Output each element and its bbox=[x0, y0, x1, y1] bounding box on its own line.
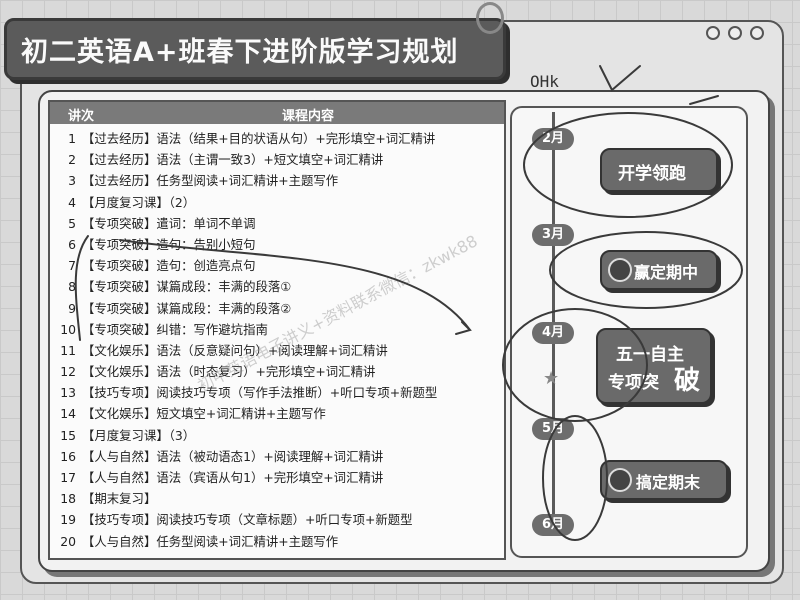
lesson-text: 【技巧专项】阅读技巧专项（写作手法推断）+听口专项+新题型 bbox=[82, 385, 438, 401]
lesson-row: 20 【人与自然】任务型阅读+词汇精讲+主题写作 bbox=[50, 531, 504, 552]
lesson-text: 【期末复习】 bbox=[82, 491, 157, 507]
lesson-row: 9 【专项突破】谋篇成段：丰满的段落② bbox=[50, 298, 504, 319]
lesson-text: 【文化娱乐】语法（时态复习）+完形填空+词汇精讲 bbox=[82, 364, 376, 380]
lesson-number: 8 bbox=[68, 279, 76, 295]
lesson-row: 16 【人与自然】语法（被动语态1）+阅读理解+词汇精讲 bbox=[50, 446, 504, 467]
lesson-number: 17 bbox=[60, 470, 76, 485]
lesson-text: 【人与自然】语法（被动语态1）+阅读理解+词汇精讲 bbox=[82, 448, 384, 464]
lesson-row: 3 【过去经历】任务型阅读+词汇精讲+主题写作 bbox=[50, 170, 504, 191]
lesson-row: 15 【月度复习课】（3） bbox=[50, 425, 504, 446]
header-lesson-number: 讲次 bbox=[68, 109, 95, 124]
lesson-number: 10 bbox=[60, 321, 76, 337]
lesson-text: 【专项突破】造句：创造亮点句 bbox=[82, 258, 256, 274]
lesson-number: 13 bbox=[60, 385, 76, 401]
badge-labor-day-line2: 专项突 bbox=[608, 373, 659, 393]
month-may: 5月 bbox=[532, 418, 574, 440]
lesson-text: 【专项突破】纠错：写作避坑指南 bbox=[82, 321, 268, 337]
lesson-row: 14 【文化娱乐】短文填空+词汇精讲+主题写作 bbox=[50, 403, 504, 424]
lesson-text: 【人与自然】语法（宾语从句1）+完形填空+词汇精讲 bbox=[82, 470, 384, 485]
lesson-number: 1 bbox=[68, 131, 76, 146]
lesson-number: 14 bbox=[60, 406, 76, 422]
lesson-row: 1 【过去经历】语法（结果+目的状语从句）+完形填空+词汇精讲 bbox=[50, 128, 504, 149]
lesson-row: 19 【技巧专项】阅读技巧专项（文章标题）+听口专项+新题型 bbox=[50, 509, 504, 530]
lesson-text: 【专项突破】谋篇成段：丰满的段落① bbox=[82, 279, 292, 295]
binder-ring-icon bbox=[476, 2, 504, 34]
lesson-text: 【人与自然】任务型阅读+词汇精讲+主题写作 bbox=[82, 533, 339, 549]
handwritten-annotation: OHk bbox=[530, 72, 559, 91]
badge-midterm-label: 赢定期中 bbox=[634, 263, 699, 282]
badge-labor-day-big: 破 bbox=[674, 366, 701, 396]
badge-start-label: 开学领跑 bbox=[618, 164, 686, 184]
title-tab: 初二英语A+班春下进阶版学习规划 bbox=[4, 18, 506, 80]
lesson-number: 4 bbox=[68, 194, 76, 210]
month-apr: 4月 bbox=[532, 322, 574, 344]
lesson-text: 【技巧专项】阅读技巧专项（文章标题）+听口专项+新题型 bbox=[82, 512, 413, 528]
lesson-row: 18 【期末复习】 bbox=[50, 488, 504, 509]
lesson-row: 13 【技巧专项】阅读技巧专项（写作手法推断）+听口专项+新题型 bbox=[50, 382, 504, 403]
lesson-number: 11 bbox=[60, 342, 76, 358]
lesson-number: 2 bbox=[68, 152, 76, 168]
lesson-number: 3 bbox=[68, 173, 76, 189]
star-icon: ★ bbox=[543, 368, 560, 389]
badge-labor-day: 五一自主 专项突 破 bbox=[596, 328, 712, 404]
medal-icon bbox=[608, 468, 632, 492]
page-title: 初二英语A+班春下进阶版学习规划 bbox=[21, 37, 459, 68]
lesson-text: 【过去经历】语法（结果+目的状语从句）+完形填空+词汇精讲 bbox=[82, 131, 436, 146]
lesson-number: 19 bbox=[60, 512, 76, 528]
lesson-number: 20 bbox=[60, 533, 76, 549]
lesson-row: 5 【专项突破】遣词：单词不单调 bbox=[50, 213, 504, 234]
lesson-row: 2 【过去经历】语法（主谓一致3）+短文填空+词汇精讲 bbox=[50, 149, 504, 170]
lesson-row: 12 【文化娱乐】语法（时态复习）+完形填空+词汇精讲 bbox=[50, 361, 504, 382]
badge-final-label: 搞定期末 bbox=[636, 473, 701, 492]
badge-final: 搞定期末 bbox=[600, 460, 728, 500]
window-dots bbox=[706, 26, 764, 40]
lesson-number: 5 bbox=[68, 215, 76, 231]
list-header: 讲次 课程内容 bbox=[50, 102, 504, 124]
month-feb: 2月 bbox=[532, 128, 574, 150]
badge-midterm: 赢定期中 bbox=[600, 250, 718, 290]
lesson-text: 【专项突破】遣词：单词不单调 bbox=[82, 215, 256, 231]
lesson-row: 17 【人与自然】语法（宾语从句1）+完形填空+词汇精讲 bbox=[50, 467, 504, 488]
lesson-text: 【文化娱乐】短文填空+词汇精讲+主题写作 bbox=[82, 406, 326, 422]
lesson-text: 【专项突破】造句：告别小短句 bbox=[82, 236, 256, 252]
lesson-text: 【文化娱乐】语法（反意疑问句）+阅读理解+词汇精讲 bbox=[82, 342, 388, 358]
header-course-content: 课程内容 bbox=[282, 109, 335, 124]
lesson-number: 12 bbox=[60, 364, 76, 380]
dot-icon bbox=[750, 26, 764, 40]
lesson-row: 8 【专项突破】谋篇成段：丰满的段落① bbox=[50, 276, 504, 297]
dot-icon bbox=[728, 26, 742, 40]
lesson-text: 【过去经历】语法（主谓一致3）+短文填空+词汇精讲 bbox=[82, 152, 384, 168]
month-jun: 6月 bbox=[532, 514, 574, 536]
lesson-number: 6 bbox=[68, 236, 76, 252]
lesson-number: 7 bbox=[68, 258, 76, 274]
lesson-text: 【专项突破】谋篇成段：丰满的段落② bbox=[82, 300, 292, 316]
lesson-row: 4 【月度复习课】（2） bbox=[50, 192, 504, 213]
lesson-text: 【月度复习课】（3） bbox=[82, 427, 196, 443]
dot-icon bbox=[706, 26, 720, 40]
badge-start: 开学领跑 bbox=[600, 148, 718, 192]
lesson-row: 11 【文化娱乐】语法（反意疑问句）+阅读理解+词汇精讲 bbox=[50, 340, 504, 361]
lesson-number: 16 bbox=[60, 448, 76, 464]
medal-icon bbox=[608, 258, 632, 282]
lesson-number: 15 bbox=[60, 427, 76, 443]
month-mar: 3月 bbox=[532, 224, 574, 246]
lesson-number: 9 bbox=[68, 300, 76, 316]
lesson-text: 【月度复习课】（2） bbox=[82, 194, 196, 210]
lesson-number: 18 bbox=[60, 491, 76, 507]
lesson-text: 【过去经历】任务型阅读+词汇精讲+主题写作 bbox=[82, 173, 339, 189]
